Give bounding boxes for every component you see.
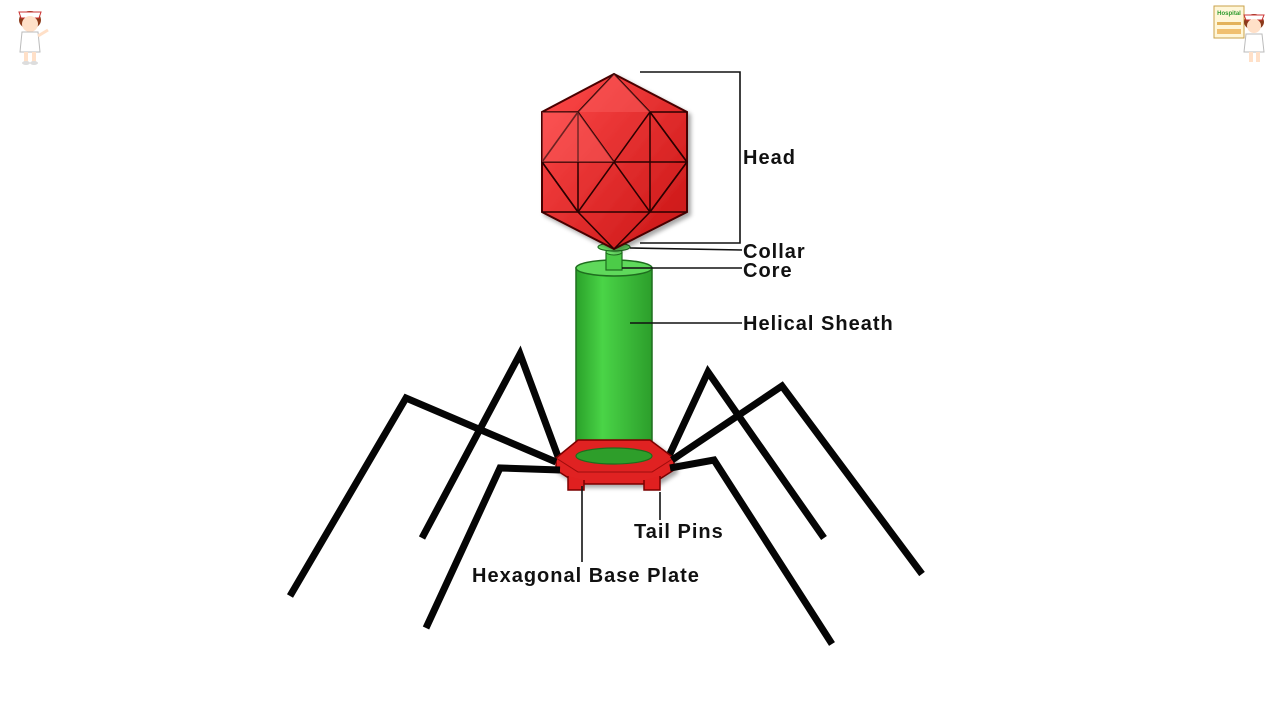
head-bracket <box>640 71 741 244</box>
hexagonal-base-plate-shape <box>555 439 675 485</box>
tail-pins-shape <box>567 476 661 491</box>
labels: Head Collar Core Helical Sheath Tail Pin… <box>472 147 894 587</box>
label-core: Core <box>743 260 793 282</box>
label-helical-sheath: Helical Sheath <box>743 313 894 335</box>
label-collar: Collar <box>743 241 806 263</box>
icosahedral-head-shape <box>541 72 688 251</box>
nurse-mascot-right-icon: Hospital <box>1213 5 1265 62</box>
label-hexagonal-base-plate: Hexagonal Base Plate <box>472 565 700 587</box>
tail-fibers-back <box>418 345 827 541</box>
leader-lines <box>581 71 743 562</box>
corner-sign-text: Hospital <box>1217 11 1241 17</box>
label-head: Head <box>743 147 796 169</box>
collar-leader <box>629 247 743 251</box>
core-shape <box>605 248 623 271</box>
nurse-mascot-left-icon <box>18 11 49 65</box>
helical-sheath-shape <box>575 259 653 463</box>
label-tail-pins: Tail Pins <box>634 521 724 543</box>
tail-fibers-front <box>286 381 925 646</box>
